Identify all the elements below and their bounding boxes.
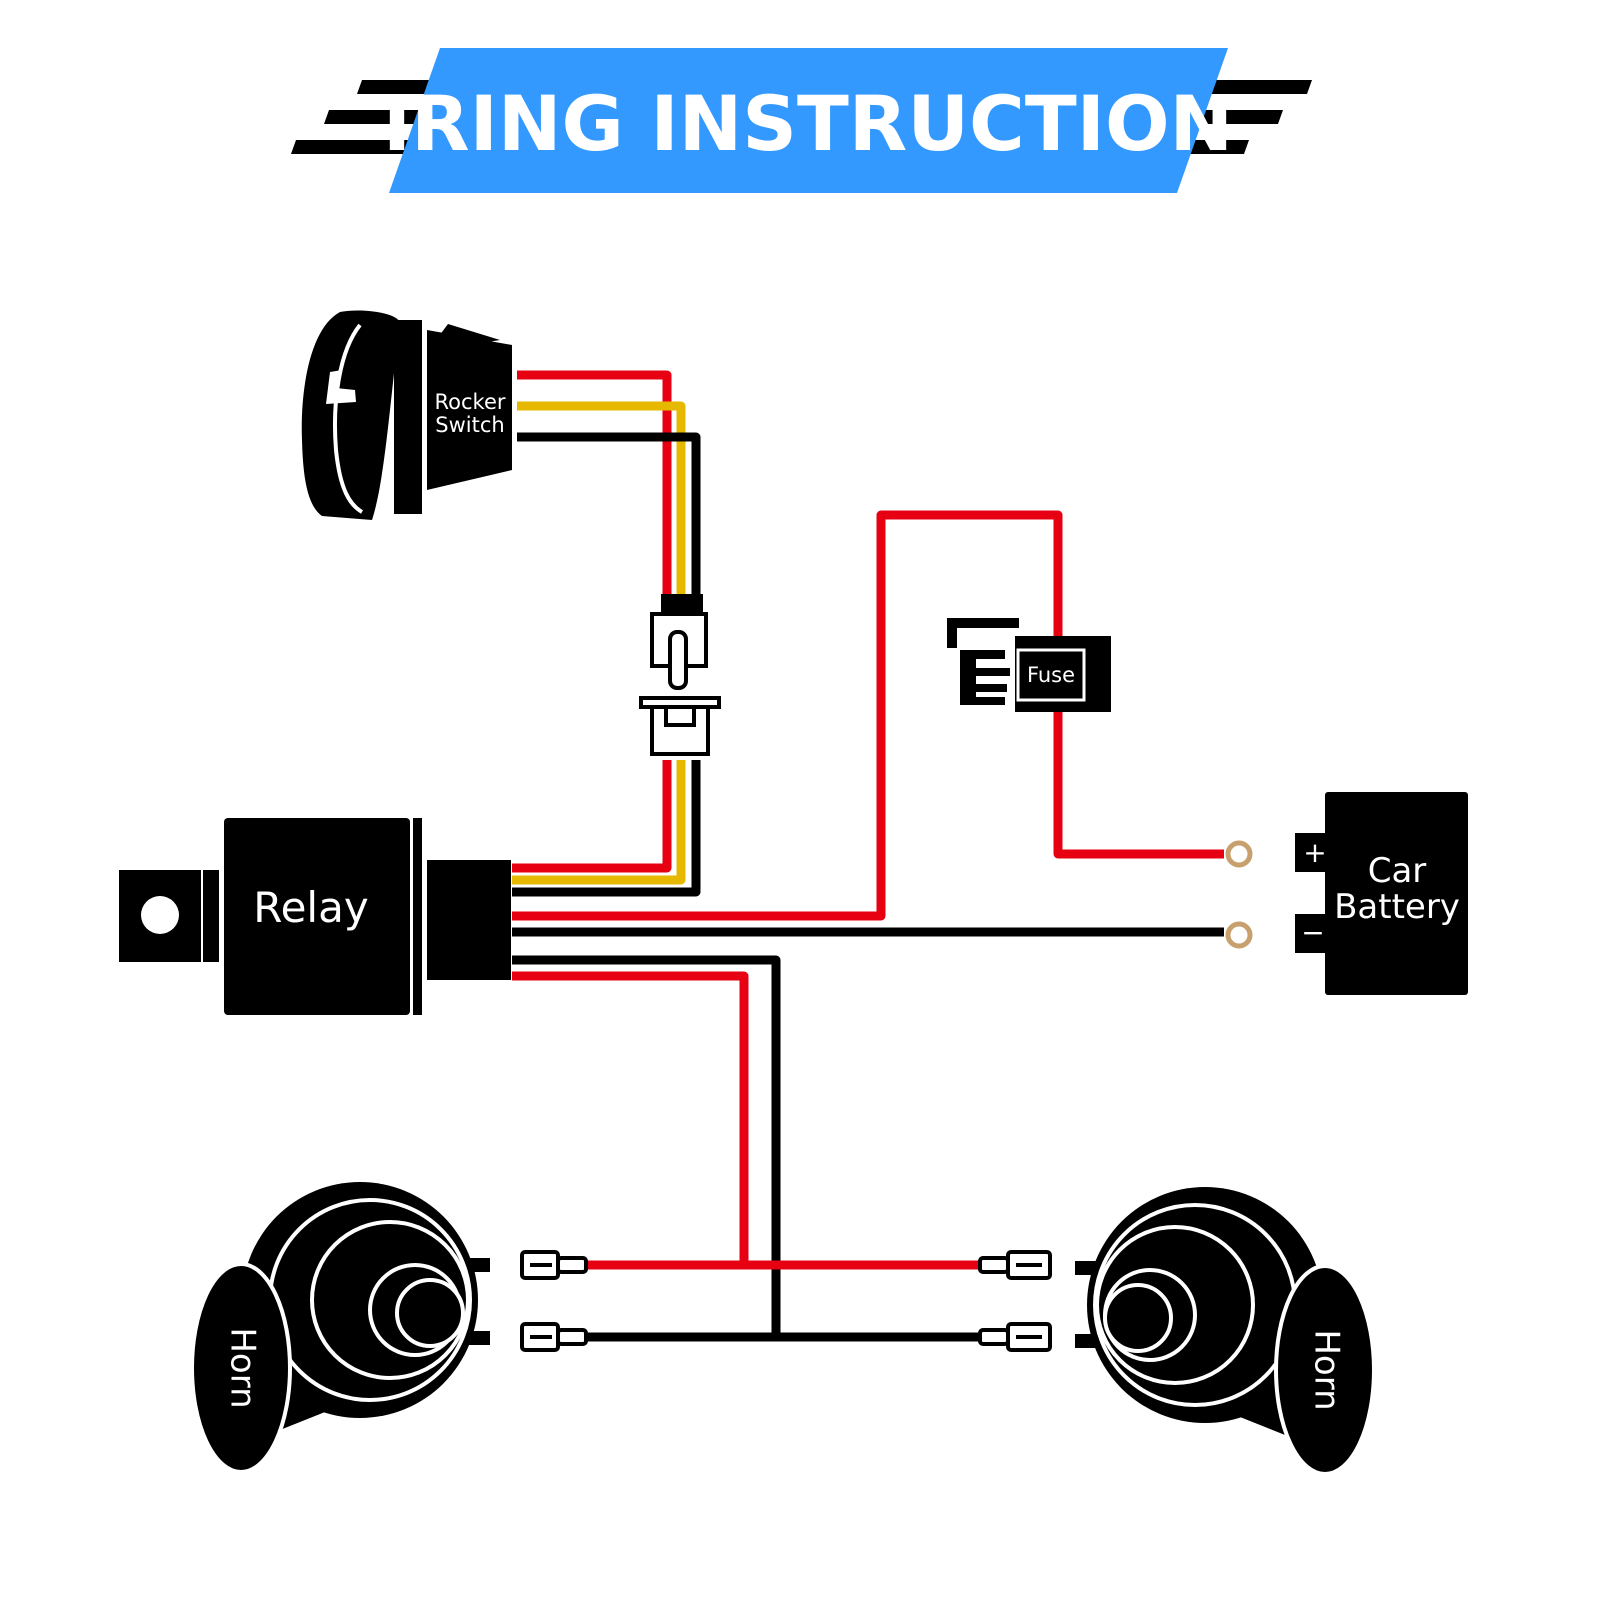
page-title: IRING INSTRUCTION <box>383 79 1233 168</box>
fuse-label: Fuse <box>1027 663 1075 687</box>
fuse-holder: Fuse <box>947 618 1111 712</box>
fuse-to-battery-wire <box>1053 712 1224 859</box>
connector-pin <box>668 630 688 690</box>
rocker-switch-bezel <box>394 320 422 514</box>
rocker-switch-body <box>427 330 512 490</box>
horn-label-badge <box>1274 1264 1376 1476</box>
rocker-switch-paddle <box>301 310 400 520</box>
battery-body <box>1325 792 1468 995</box>
right-horn-label: Horn <box>1307 1329 1347 1410</box>
battery-positive-sign: + <box>1303 836 1326 869</box>
battery-post-negative <box>1295 914 1330 953</box>
fuse-top-clip-post <box>947 618 957 648</box>
title-banner-shape <box>389 48 1228 193</box>
spade-connector-tip <box>978 1328 1010 1346</box>
switch-wire-black <box>517 432 701 598</box>
rocker-switch-highlight <box>333 323 364 514</box>
battery-terminal-negative <box>1225 921 1253 949</box>
spade-connector-tip <box>978 1256 1010 1274</box>
horn-feed-red <box>512 971 749 1265</box>
horn-center <box>1103 1283 1173 1353</box>
battery-label-2: Battery <box>1334 887 1460 927</box>
horn-bracket <box>280 1380 330 1430</box>
fuse-rib <box>960 697 1005 705</box>
relay-wire-yellow <box>512 760 686 885</box>
relay-mount-hole <box>141 896 179 934</box>
horn-outer-ring <box>1087 1187 1323 1423</box>
rocker-switch-top <box>427 324 500 352</box>
title-banner: IRING INSTRUCTION <box>291 48 1312 193</box>
relay-side-band <box>413 818 422 1015</box>
fuse-rib <box>960 650 1005 659</box>
title-speed-line <box>1180 110 1283 124</box>
battery-post-positive <box>1295 833 1330 872</box>
relay: Relay <box>119 818 511 1015</box>
power-wire-red <box>512 510 1063 921</box>
relay-tab-band <box>203 870 219 962</box>
switch-wire-red <box>517 370 672 598</box>
battery-negative-sign: − <box>1301 916 1324 949</box>
spade-connector-tip <box>556 1328 588 1346</box>
fuse-label-box <box>1016 648 1086 702</box>
rocker-switch-label-2: Switch <box>435 413 504 437</box>
battery-terminal-positive <box>1225 840 1253 868</box>
rocker-switch-label-1: Rocker <box>434 390 505 414</box>
title-speed-line <box>324 110 420 124</box>
horn-ring <box>310 1220 470 1380</box>
fuse-rib <box>972 668 1010 676</box>
relay-wire-black <box>512 760 701 897</box>
rocker-switch: Rocker Switch <box>301 310 512 520</box>
title-speed-line <box>1190 80 1312 94</box>
connector-female-body <box>650 705 710 756</box>
connector-male-collar <box>661 594 703 616</box>
right-horn: Horn <box>1087 1187 1376 1476</box>
left-horn-label: Horn <box>223 1327 263 1408</box>
title-speed-line <box>357 80 430 94</box>
fuse-top-clip <box>947 618 1019 628</box>
horn-bracket <box>1235 1385 1285 1435</box>
horn-center <box>395 1278 465 1348</box>
car-battery: + − Car Battery <box>1225 792 1468 995</box>
switch-wire-yellow <box>517 401 686 598</box>
left-horn-terminals <box>468 1250 588 1352</box>
right-horn-terminals <box>978 1250 1097 1352</box>
horn-feed-black <box>512 955 781 1337</box>
battery-label-1: Car <box>1368 851 1427 891</box>
relay-body <box>224 818 410 1015</box>
relay-terminal-block <box>427 860 511 980</box>
wire-connector <box>639 594 721 756</box>
fuse-rib <box>972 684 1007 692</box>
connector-female-slot <box>664 705 696 727</box>
horn-outer-ring <box>242 1182 478 1418</box>
relay-label: Relay <box>253 883 368 932</box>
horn-label-badge <box>190 1262 292 1474</box>
horn-ring <box>1095 1225 1255 1385</box>
spade-connector-tip <box>556 1256 588 1274</box>
left-horn: Horn <box>190 1182 478 1474</box>
wires <box>512 370 1224 1342</box>
title-speed-line <box>291 140 410 154</box>
rocker-switch-glyph <box>326 370 356 404</box>
relay-wire-red <box>512 760 672 873</box>
